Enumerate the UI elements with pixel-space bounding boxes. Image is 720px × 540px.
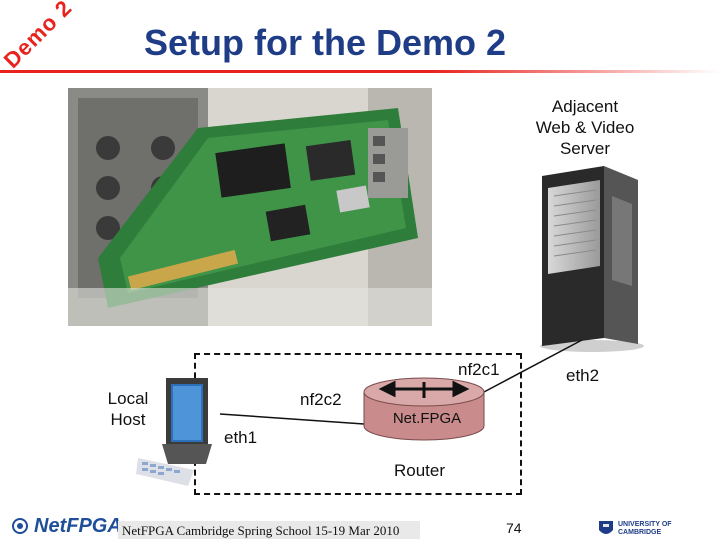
netfpga-logo-text: NetFPGA	[34, 514, 122, 537]
university-logo: UNIVERSITY OF CAMBRIDGE	[598, 520, 714, 538]
netfpga-board-photo	[68, 88, 432, 326]
local-host-label-line: Local	[107, 389, 149, 408]
server-label: Adjacent Web & Video Server	[520, 96, 650, 159]
router-name: Net.FPGA	[392, 410, 462, 427]
netfpga-logo-icon	[12, 518, 28, 534]
local-host-label-line: Host	[110, 410, 146, 429]
server-label-line: Adjacent	[551, 97, 619, 116]
link-eth1-nf2c2	[219, 413, 365, 425]
port-eth1: eth1	[224, 428, 258, 447]
port-eth2: eth2	[566, 366, 600, 385]
netfpga-logo: NetFPGA	[8, 514, 122, 538]
footer-bar	[118, 521, 420, 539]
server-label-line: Web & Video	[535, 118, 635, 137]
port-nf2c1: nf2c1	[458, 360, 500, 379]
link-nf2c1-eth2	[483, 339, 583, 393]
router-cylinder-icon	[363, 377, 485, 441]
local-host-label: Local Host	[96, 388, 160, 430]
footer-event-text: NetFPGA Cambridge Spring School 15-19 Ma…	[122, 523, 400, 538]
local-host-computer-icon	[136, 378, 212, 486]
page-number: 74	[506, 520, 522, 536]
router-label: Router	[394, 461, 446, 480]
university-logo-text: UNIVERSITY OF CAMBRIDGE	[618, 521, 672, 536]
title-underline	[0, 70, 720, 73]
page-title: Setup for the Demo 2	[144, 22, 507, 63]
server-label-line: Server	[559, 139, 611, 158]
crest-icon	[599, 521, 613, 534]
server-tower-icon	[540, 166, 644, 352]
port-nf2c2: nf2c2	[300, 390, 342, 409]
